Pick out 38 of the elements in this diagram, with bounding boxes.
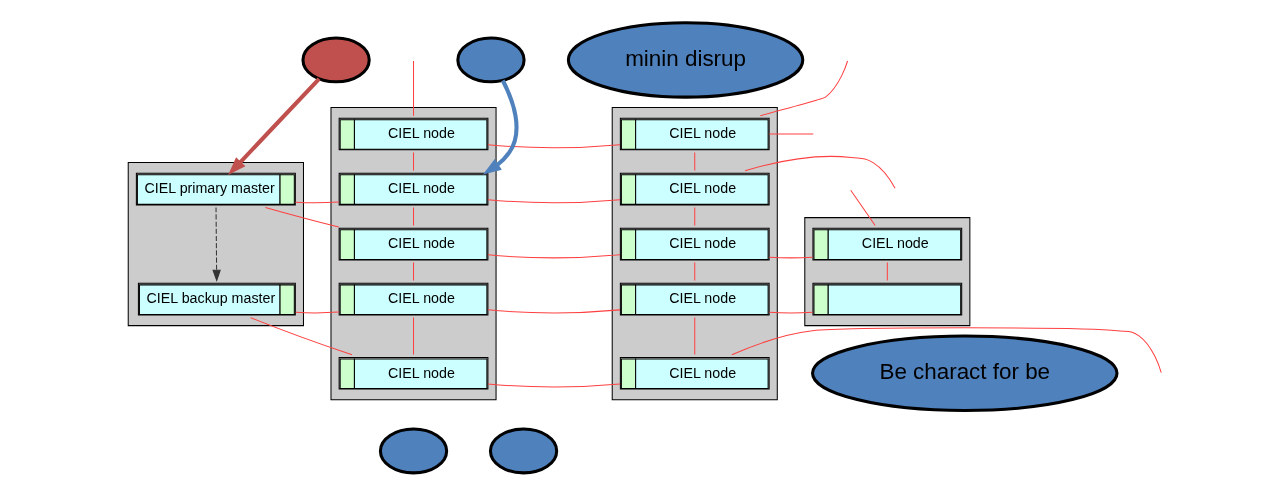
connector — [693, 206, 695, 227]
node-cloud — [488, 427, 558, 475]
arrow — [227, 77, 321, 176]
connector — [412, 261, 414, 282]
connector — [412, 317, 414, 355]
cluster — [803, 217, 970, 327]
cluster — [330, 107, 497, 401]
connector — [768, 311, 813, 314]
connector — [768, 256, 813, 259]
connector — [294, 311, 339, 314]
node-ellipse: minin disrup — [566, 21, 804, 99]
node-cloud — [455, 36, 526, 84]
connector — [744, 155, 896, 189]
connector — [486, 199, 621, 204]
connector — [693, 261, 695, 282]
connector — [486, 383, 621, 388]
node-cloud — [378, 427, 448, 475]
connector — [294, 201, 339, 204]
node-cloud — [300, 36, 371, 84]
connector — [486, 309, 621, 314]
connector — [486, 144, 621, 149]
connector — [849, 189, 876, 226]
connector — [486, 254, 621, 259]
cluster — [127, 162, 304, 327]
node-ellipse: Be charact for be — [810, 334, 1118, 413]
connector — [768, 133, 814, 135]
connector — [759, 60, 848, 117]
connector — [730, 327, 1162, 374]
connector — [693, 317, 695, 355]
arrow — [211, 206, 221, 282]
arrow — [482, 79, 519, 175]
connector — [412, 60, 414, 117]
connector — [412, 151, 414, 171]
cluster — [611, 107, 778, 401]
connector — [693, 151, 695, 171]
connector — [264, 206, 339, 228]
connector — [886, 261, 888, 282]
connector — [412, 206, 414, 227]
